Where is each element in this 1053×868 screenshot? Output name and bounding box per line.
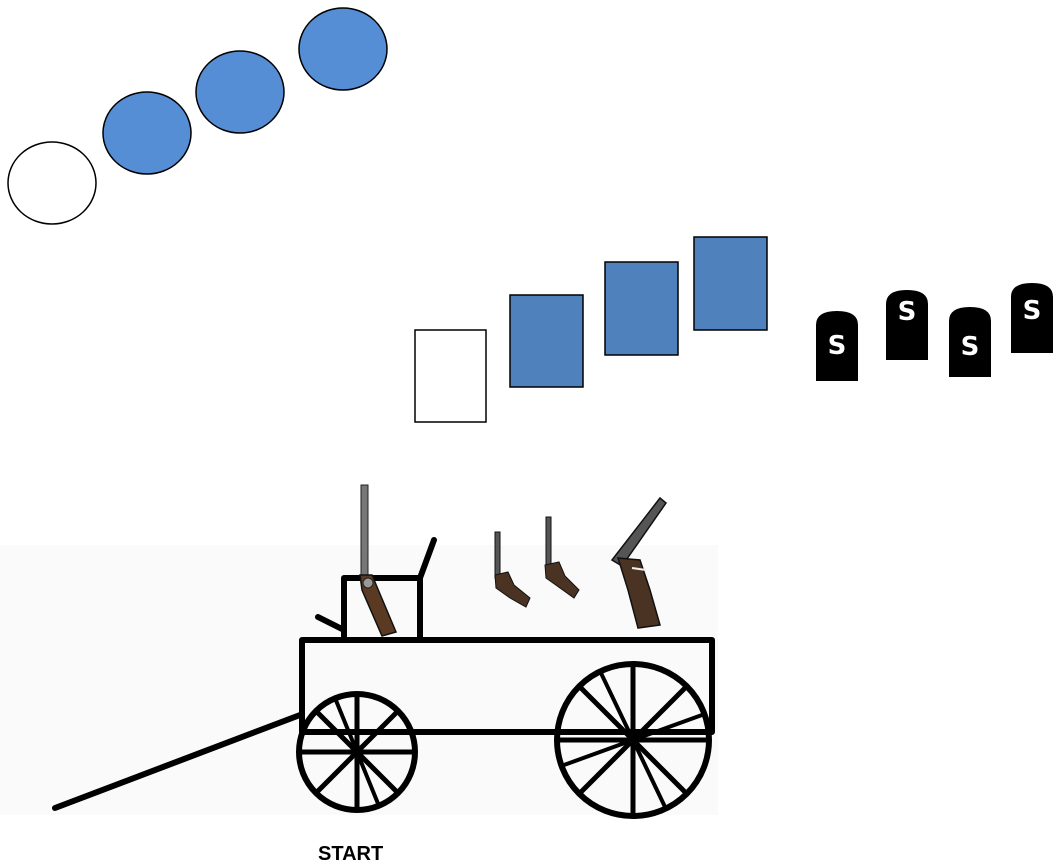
tombstone-letter: S	[828, 331, 847, 361]
start-label: START	[318, 843, 383, 866]
circle-token-filled-3[interactable]	[299, 8, 387, 90]
circle-token-filled-2[interactable]	[196, 51, 284, 133]
tombstone-icon[interactable]: S	[886, 290, 928, 360]
wagon-drawing	[0, 540, 718, 816]
rect-token-filled-1[interactable]	[510, 295, 583, 387]
tombstone-icon[interactable]: S	[949, 307, 991, 377]
circle-token-empty[interactable]	[8, 142, 96, 224]
rectangle-track	[415, 237, 767, 422]
tombstone-icon[interactable]: S	[816, 311, 858, 381]
circle-track	[8, 8, 387, 224]
rect-token-filled-2[interactable]	[605, 262, 678, 355]
tombstone-letter: S	[961, 332, 980, 362]
circle-token-filled-1[interactable]	[103, 92, 191, 174]
tombstone-letter: S	[898, 297, 917, 327]
rect-token-empty[interactable]	[415, 330, 486, 422]
tombstone-letter: S	[1023, 296, 1042, 326]
wagon-wheel-front	[299, 694, 415, 810]
tombstone-icon[interactable]: S	[1011, 283, 1053, 353]
wagon-wheel-rear	[557, 664, 709, 816]
tombstone-track: S S S S	[816, 283, 1053, 381]
rect-token-filled-3[interactable]	[694, 237, 767, 330]
